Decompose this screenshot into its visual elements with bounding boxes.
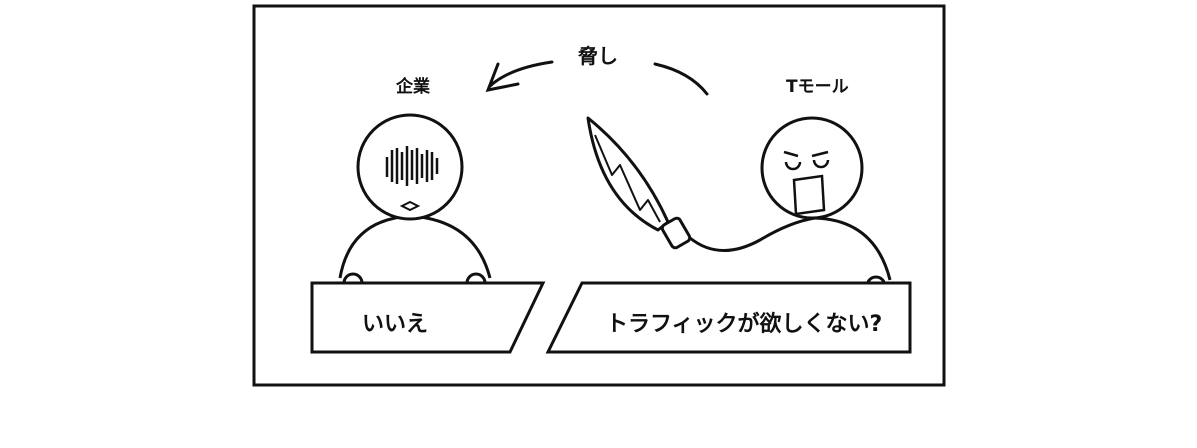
tmall-desk <box>545 281 912 354</box>
knife-icon <box>586 116 692 250</box>
company-figure <box>338 113 492 294</box>
tmall-speech: トラフィックが欲しくない? <box>606 311 882 337</box>
company-reply: いいえ <box>362 312 428 337</box>
threat-label: 脅し <box>577 44 618 68</box>
barcode-eyes-icon <box>385 146 439 186</box>
threat-arrow <box>485 60 709 96</box>
company-desk <box>310 281 546 354</box>
tmall-label: Tモール <box>786 77 849 97</box>
company-label: 企業 <box>395 76 430 97</box>
